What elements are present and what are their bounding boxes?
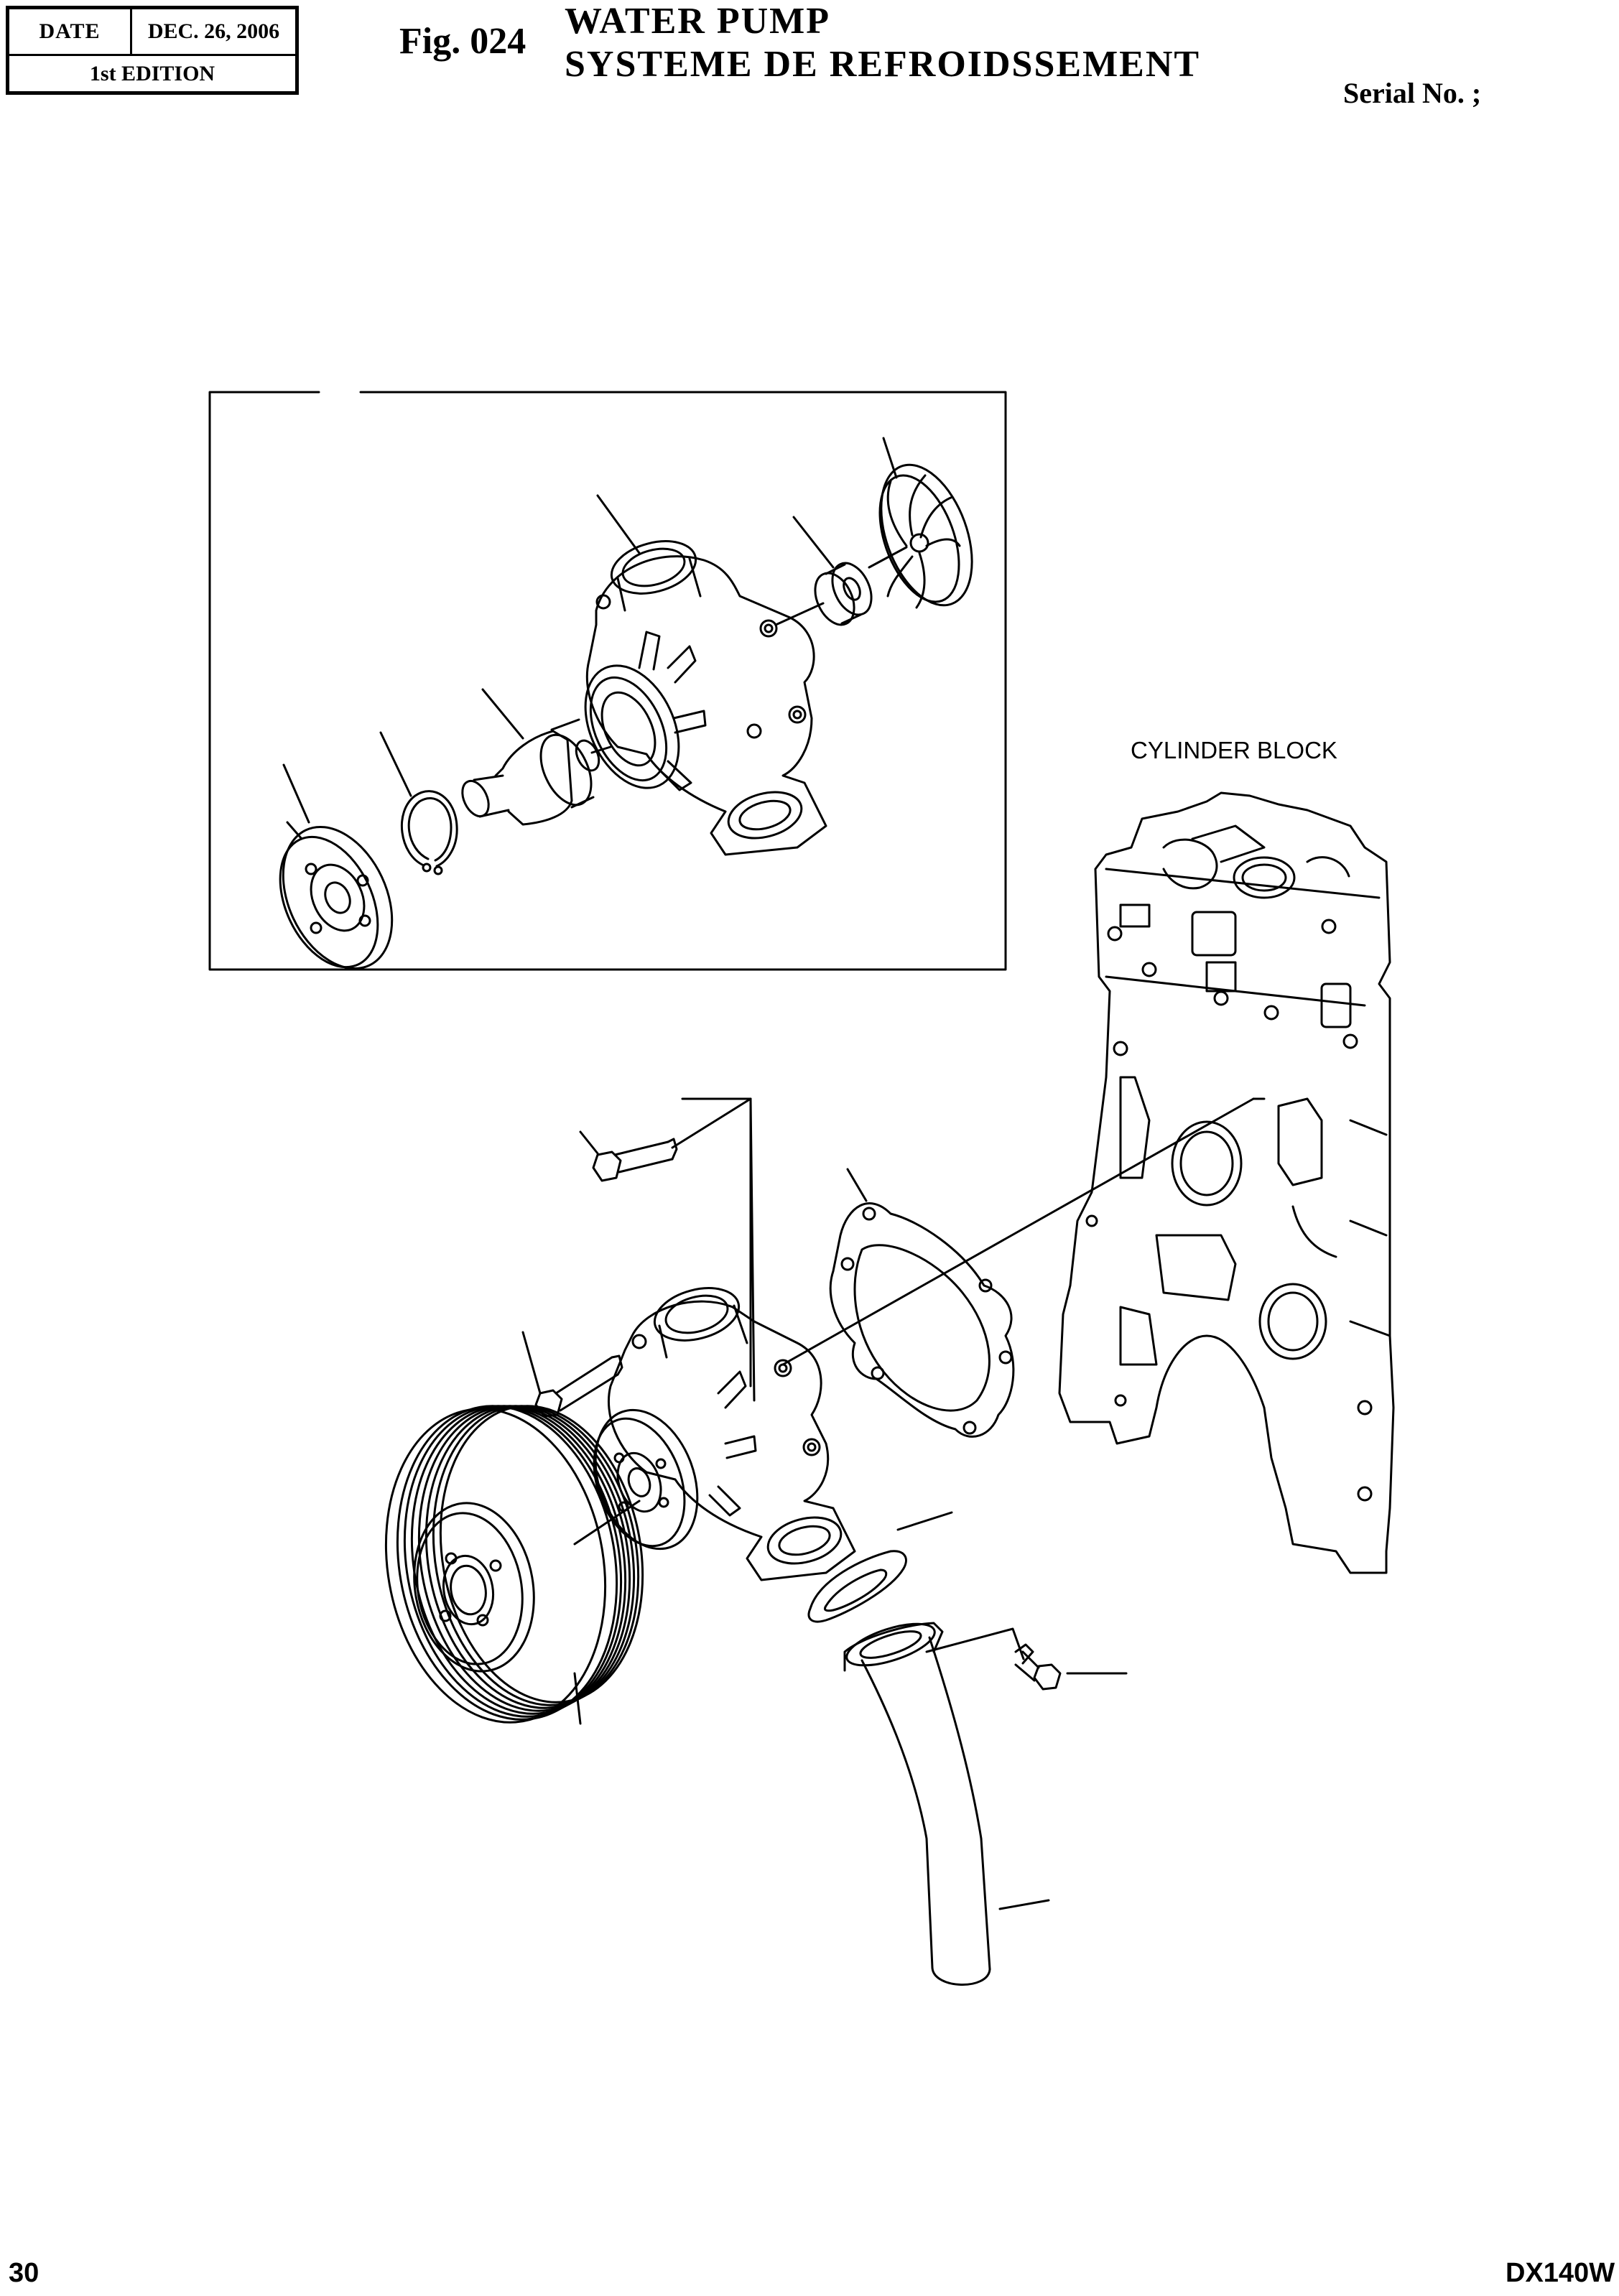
title-french: SYSTEME DE REFROIDSSEMENT: [565, 44, 1201, 85]
inset-seal: [776, 517, 879, 631]
date-value: DEC. 26, 2006: [147, 19, 280, 43]
flange-bolt: [1016, 1645, 1060, 1689]
inset-snap-ring: [381, 733, 457, 874]
inset-bearing-shaft: [458, 689, 611, 824]
date-label: DATE: [9, 9, 132, 54]
pump-gasket: [830, 1204, 1013, 1437]
edition-label: 1st EDITION: [89, 61, 215, 85]
leader-lines: [575, 1099, 1253, 1909]
detail-inset-frame: [210, 392, 1006, 970]
inset-impeller: [863, 438, 989, 618]
cylinder-block-label: CYLINDER BLOCK: [1131, 737, 1337, 763]
serial-number-label: Serial No. ;: [1343, 77, 1482, 109]
elbow-gasket: [809, 1551, 906, 1622]
long-bolt-upper: [580, 1099, 751, 1181]
page-number: 30: [9, 2258, 40, 2288]
coolant-elbow-pipe: [842, 1615, 990, 1984]
title-english: WATER PUMP: [565, 1, 831, 42]
main-pump-hub: [577, 1395, 715, 1563]
inset-pump-housing: [567, 496, 826, 855]
date-row: DATE DEC. 26, 2006: [9, 9, 295, 56]
figure-number: Fig. 024: [399, 21, 526, 62]
main-pump-housing: [608, 1280, 855, 1580]
cylinder-block: [1059, 793, 1393, 1573]
edition-box: DATE DEC. 26, 2006 1st EDITION: [6, 6, 299, 95]
long-bolt-lower: [523, 1332, 622, 1416]
edition-row: 1st EDITION: [9, 56, 295, 91]
inset-pulley-hub: [261, 765, 414, 986]
model-code: DX140W: [1506, 2258, 1615, 2288]
fan-pulley: [362, 1388, 665, 1739]
